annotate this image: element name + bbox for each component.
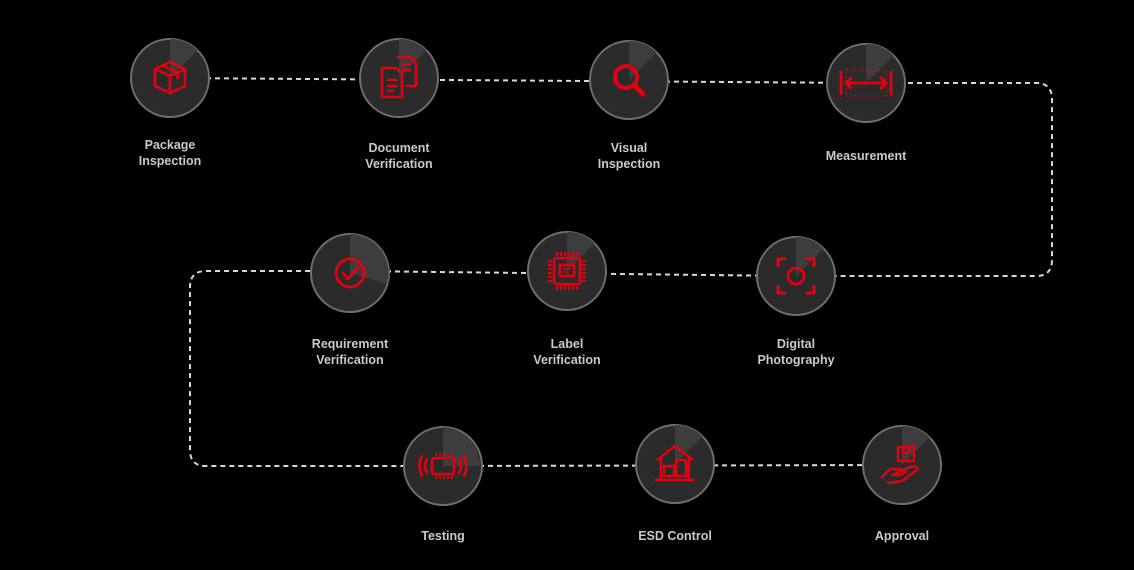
label-line: ESD Control (638, 529, 712, 543)
step-visual-inspection (587, 38, 671, 122)
connector-row2 (189, 270, 797, 467)
label-line: Measurement (825, 149, 907, 163)
label-line: Inspection (138, 154, 202, 168)
label-line: Inspection (597, 157, 661, 171)
step-label: Requirement Verification (265, 336, 435, 368)
label-line: Digital (776, 337, 816, 351)
label-line: Requirement (311, 337, 389, 351)
step-label: Document Verification (314, 140, 484, 172)
label-line: Label (550, 337, 584, 351)
check-circle-icon (310, 233, 390, 313)
step-digital-photography (754, 234, 838, 318)
documents-icon (359, 38, 439, 118)
step-label: Visual Inspection (544, 140, 714, 172)
label-line: Testing (421, 529, 465, 543)
label-line: Verification (316, 353, 384, 367)
camera-frame-icon (756, 236, 836, 316)
step-esd-control (633, 422, 717, 506)
step-label: Approval (817, 528, 987, 544)
label-line: Verification (533, 353, 601, 367)
hand-box-icon (862, 425, 942, 505)
package-icon (130, 38, 210, 118)
testing-chip-icon (403, 426, 483, 506)
label-line: Visual (610, 141, 648, 155)
step-label: Testing (358, 528, 528, 544)
magnifier-icon (589, 40, 669, 120)
step-label: ESD Control (590, 528, 760, 544)
step-label-verification (525, 229, 609, 313)
measurement-icon (826, 43, 906, 123)
label-line: Package (144, 138, 196, 152)
esd-warehouse-icon (635, 424, 715, 504)
connector-row1 (169, 77, 1053, 277)
step-document-verification (357, 36, 441, 120)
step-testing (401, 424, 485, 508)
step-approval (860, 423, 944, 507)
label-line: Photography (757, 353, 835, 367)
step-label: Package Inspection (85, 137, 255, 169)
step-requirement-verification (308, 231, 392, 315)
label-line: Verification (365, 157, 433, 171)
label-line: Document (368, 141, 430, 155)
step-measurement (824, 41, 908, 125)
chip-label-icon (527, 231, 607, 311)
step-label: Digital Photography (711, 336, 881, 368)
step-label: Measurement (781, 148, 951, 164)
step-label: Label Verification (482, 336, 652, 368)
step-package-inspection (128, 36, 212, 120)
label-line: Approval (874, 529, 930, 543)
